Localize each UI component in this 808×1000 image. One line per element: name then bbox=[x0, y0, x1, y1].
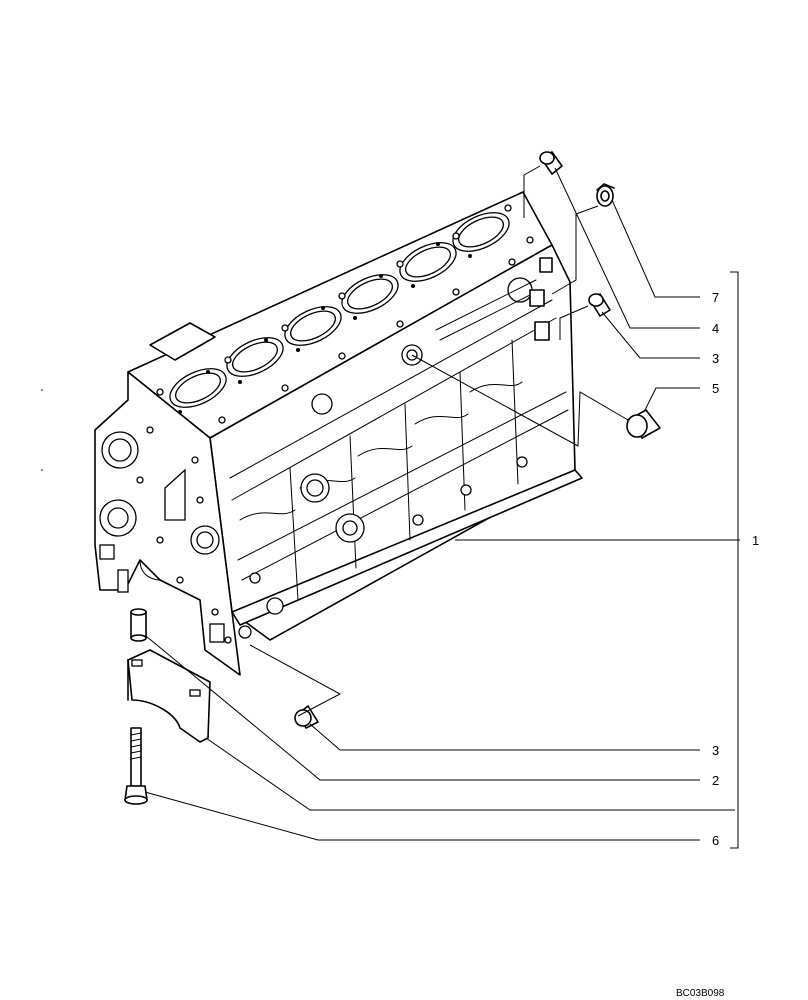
leader-lines bbox=[144, 165, 740, 849]
part-2-dowel-bushing bbox=[130, 608, 147, 642]
part-main-bearing-cap bbox=[127, 649, 211, 743]
callout-2: 2 bbox=[712, 773, 719, 788]
scan-speck bbox=[41, 469, 43, 471]
callout-numbers: 7 4 3 5 1 3 2 6 bbox=[712, 290, 759, 848]
cylinder-bores bbox=[169, 212, 510, 408]
block-side-details bbox=[229, 257, 569, 615]
callout-6: 6 bbox=[712, 833, 719, 848]
deck-bolt-holes bbox=[156, 204, 534, 424]
callout-5: 5 bbox=[712, 381, 719, 396]
part-5-plug bbox=[626, 409, 661, 439]
callout-3-lower: 3 bbox=[712, 743, 719, 758]
block-front-details bbox=[99, 426, 252, 644]
part-3-plug-upper bbox=[588, 293, 611, 317]
callout-1: 1 bbox=[752, 533, 759, 548]
drawing-code: BC03B098 bbox=[676, 988, 725, 999]
callout-3-upper: 3 bbox=[712, 351, 719, 366]
part-3-plug-lower bbox=[294, 705, 319, 729]
cylinder-block bbox=[94, 191, 583, 676]
part-4-plug bbox=[539, 151, 563, 175]
block-top-pad bbox=[149, 322, 216, 361]
scan-speck bbox=[41, 389, 43, 391]
callout-7: 7 bbox=[712, 290, 719, 305]
block-pan-flange bbox=[231, 469, 583, 626]
part-6-cap-bolt bbox=[124, 727, 148, 805]
part-7-sealing-ring bbox=[596, 183, 615, 207]
callout-4: 4 bbox=[712, 321, 719, 336]
